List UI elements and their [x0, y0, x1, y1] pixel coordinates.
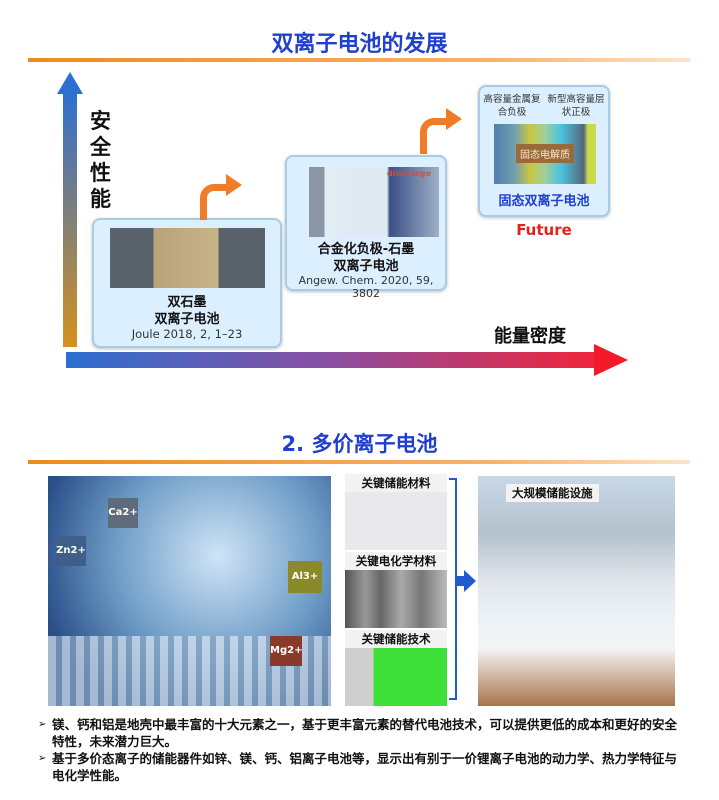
bracket [449, 478, 457, 700]
stage1-name-line1: 双石墨 [167, 295, 207, 310]
solid-electrolyte-label: 固态电解质 [516, 144, 574, 163]
key-materials-image [345, 492, 447, 550]
progress-arrowhead-1 [226, 174, 242, 196]
ion-mg: Mg2+ [270, 636, 302, 666]
large-scale-storage-image: 大规模储能设施 [478, 476, 675, 706]
bullet-item: 镁、钙和铝是地壳中最丰富的十大元素之一，基于更丰富元素的替代电池技术，可以提供更… [38, 716, 688, 750]
cathode-label: 新型高容量层状正极 [547, 94, 605, 118]
stage-dual-graphite-card: 双石墨 双离子电池 Joule 2018, 2, 1–23 [92, 218, 282, 348]
progress-arrow-1 [200, 184, 230, 220]
x-axis-label: 能量密度 [494, 326, 566, 347]
discharge-label: discharge [386, 169, 431, 178]
key-electrochem-materials-label: 关键电化学材料 [345, 552, 447, 570]
stage-solid-state-card: 高容量金属复合负极 新型高容量层状正极 固态电解质 固态双离子电池 [478, 85, 610, 217]
ion-ca: Ca2+ [108, 498, 138, 528]
arrow-right-icon [464, 570, 476, 592]
stage1-name-line2: 双离子电池 [154, 312, 220, 327]
x-axis-arrowhead [594, 344, 628, 376]
key-electrochem-materials-image [345, 570, 447, 628]
bullet-list: 镁、钙和铝是地壳中最丰富的十大元素之一，基于更丰富元素的替代电池技术，可以提供更… [38, 716, 688, 784]
y-axis-arrowhead [57, 72, 83, 94]
ion-zn: Zn2+ [56, 536, 86, 566]
y-axis-arrow [63, 92, 77, 347]
y-axis-label: 安全性能 [90, 109, 111, 211]
ion-al: Al3+ [288, 561, 322, 593]
solid-state-diagram: 固态电解质 [494, 124, 596, 184]
key-storage-tech-label: 关键储能技术 [345, 630, 447, 648]
section2-divider [28, 460, 690, 464]
title-divider [28, 58, 690, 62]
section1-title: 双离子电池的发展 [271, 32, 448, 57]
stage2-name-line2: 双离子电池 [333, 259, 399, 274]
section2-title: 2. 多价离子电池 [281, 432, 438, 456]
progress-arrow-2 [420, 118, 450, 154]
key-materials-label: 关键储能材料 [345, 474, 447, 492]
x-axis-arrow [66, 352, 596, 368]
bullet-item: 基于多价态离子的储能器件如锌、镁、钙、铝离子电池等，显示出有别于一价锂离子电池的… [38, 750, 688, 784]
progress-arrowhead-2 [446, 108, 462, 130]
stage1-reference: Joule 2018, 2, 1–23 [131, 327, 243, 341]
large-scale-storage-label: 大规模储能设施 [506, 484, 599, 502]
stage2-reference: Angew. Chem. 2020, 59, 3802 [298, 274, 434, 300]
dual-graphite-diagram [110, 228, 265, 288]
stage2-name-line1: 合金化负极-石墨 [317, 242, 415, 257]
alloy-anode-diagram: discharge [309, 167, 439, 237]
stage-alloy-anode-card: discharge 合金化负极-石墨 双离子电池 Angew. Chem. 20… [285, 155, 447, 300]
anode-label: 高容量金属复合负极 [483, 94, 541, 118]
future-tag: Future [516, 221, 572, 239]
key-storage-tech-image [345, 648, 447, 706]
arrow-shaft [457, 576, 465, 586]
stage3-name: 固态双离子电池 [498, 194, 590, 209]
multivalent-ion-illustration: Ca2+ Zn2+ Al3+ Mg2+ [48, 476, 331, 706]
